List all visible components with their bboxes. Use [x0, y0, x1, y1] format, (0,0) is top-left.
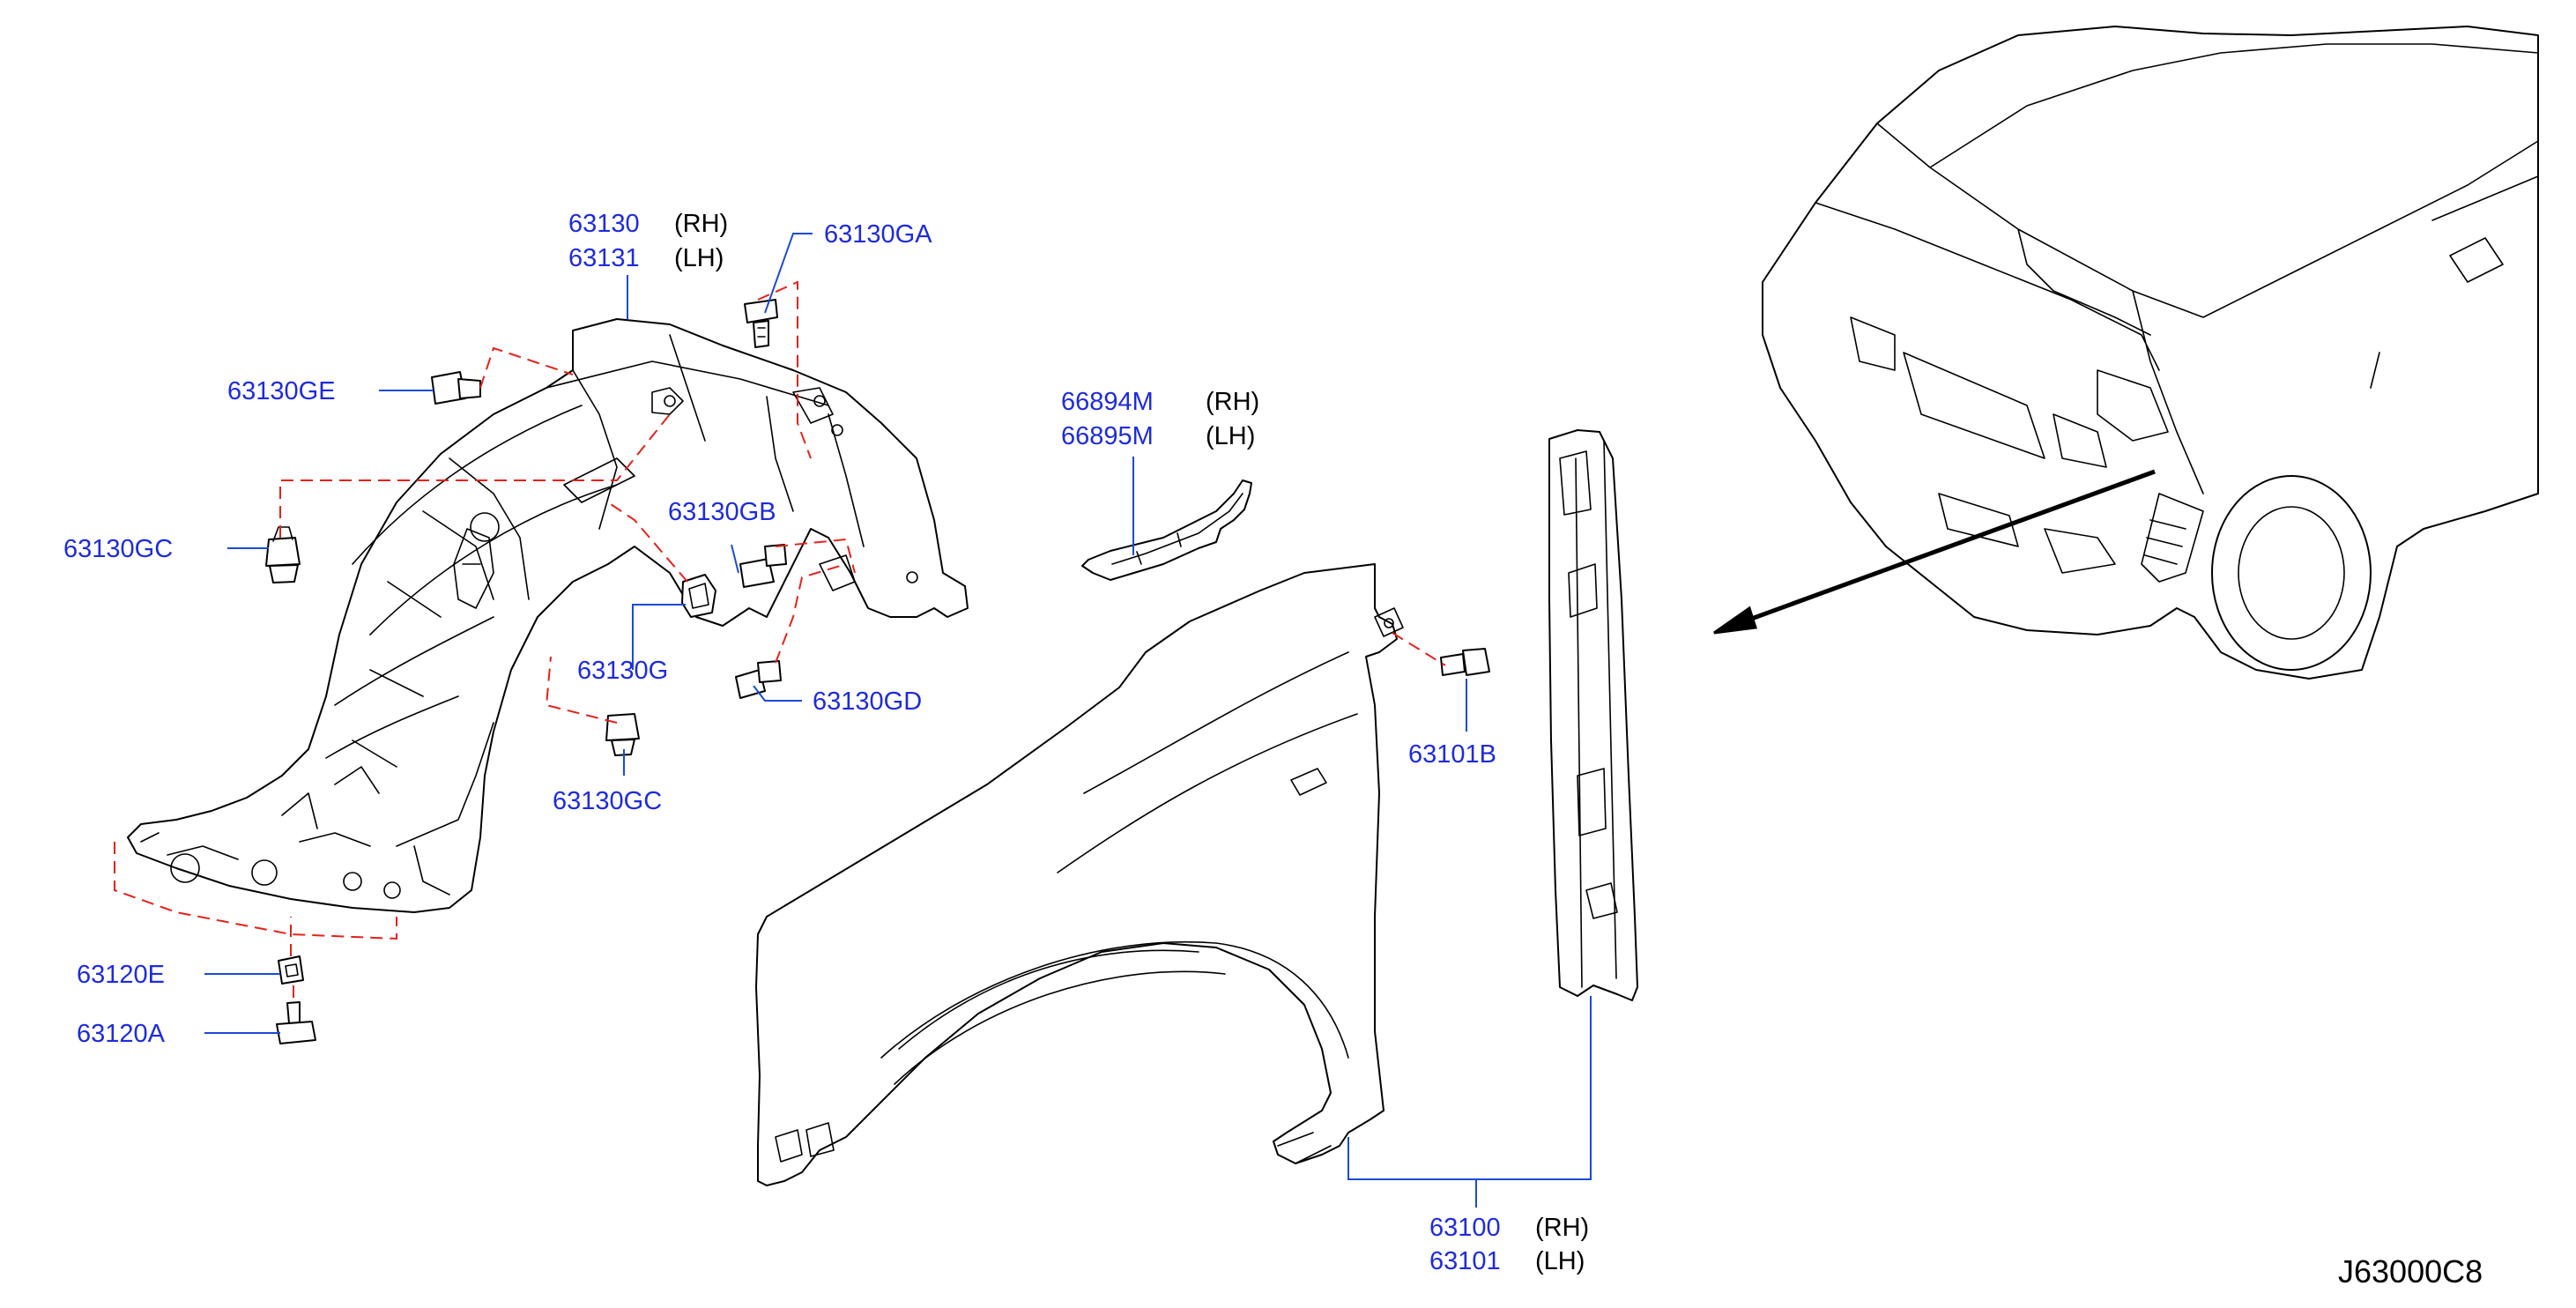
label-63130-side: (RH) — [674, 210, 728, 238]
label-63131[interactable]: 63131 — [568, 244, 640, 272]
label-63130[interactable]: 63130 — [568, 210, 640, 238]
vehicle-illustration — [1762, 26, 2539, 680]
clip-63130GD[interactable] — [735, 660, 782, 699]
wheel-house-liner[interactable] — [127, 318, 969, 913]
bolt-63101B[interactable] — [1440, 648, 1490, 676]
clip-nut-63120E[interactable] — [278, 955, 304, 985]
label-66895M[interactable]: 66895M — [1061, 422, 1154, 450]
label-63120A[interactable]: 63120A — [77, 1020, 166, 1048]
clip-63130GE[interactable] — [431, 371, 481, 405]
clip-63130GA[interactable] — [744, 299, 778, 348]
label-63120E[interactable]: 63120E — [77, 961, 165, 989]
label-66894M[interactable]: 66894M — [1061, 388, 1154, 416]
label-63130G[interactable]: 63130G — [577, 657, 668, 685]
label-63130GE[interactable]: 63130GE — [227, 377, 336, 405]
label-63130GC-lower[interactable]: 63130GC — [553, 787, 662, 815]
clip-63130GC-lower[interactable] — [605, 713, 640, 756]
part-labels: 63130 (RH) 63131 (LH) 63130GA 63130GE 63… — [63, 210, 2483, 1289]
label-63131-side: (LH) — [674, 244, 724, 272]
clip-63130GC-upper[interactable] — [265, 526, 301, 583]
fender-bracket[interactable] — [1081, 479, 1252, 581]
label-63130GD[interactable]: 63130GD — [813, 687, 922, 716]
label-66894M-side: (RH) — [1206, 388, 1259, 416]
screw-63120A[interactable] — [276, 1001, 316, 1044]
clip-63130GB[interactable] — [739, 544, 787, 588]
label-63100[interactable]: 63100 — [1429, 1214, 1501, 1242]
label-63101-side: (LH) — [1535, 1247, 1585, 1275]
clip-63130G[interactable] — [681, 574, 716, 618]
label-63130GC-upper[interactable]: 63130GC — [63, 535, 173, 563]
assembly-guide-lines — [114, 280, 1446, 1003]
label-63130GA[interactable]: 63130GA — [824, 220, 932, 249]
fender-seal[interactable] — [1548, 429, 1638, 1001]
label-63101[interactable]: 63101 — [1429, 1247, 1501, 1275]
label-63100-side: (RH) — [1535, 1214, 1589, 1242]
diagram-code: J63000C8 — [2338, 1253, 2483, 1289]
direction-arrow — [1713, 469, 2156, 635]
label-66895M-side: (LH) — [1206, 422, 1255, 450]
label-63101B[interactable]: 63101B — [1408, 740, 1496, 769]
front-fender[interactable] — [755, 563, 1404, 1186]
label-63130GB[interactable]: 63130GB — [668, 498, 776, 526]
leader-lines — [204, 233, 1592, 1208]
